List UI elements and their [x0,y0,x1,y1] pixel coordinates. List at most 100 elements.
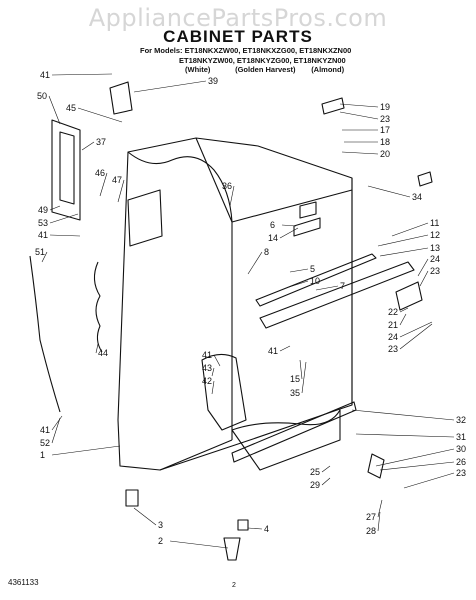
leader-line [377,234,429,247]
leader-line [51,415,63,431]
part-callout-23: 23 [388,344,398,354]
part-callout-29: 29 [310,480,320,490]
front-roller [125,489,139,507]
part-callout-3: 3 [158,520,163,530]
part-callout-23: 23 [380,114,390,124]
leader-line [289,268,309,273]
door-stop [417,171,433,187]
part-callout-45: 45 [66,103,76,113]
part-callout-26: 26 [456,457,466,467]
color-white: (White) [185,65,211,74]
part-callout-15: 15 [290,374,300,384]
leader-line [51,73,113,76]
part-callout-4: 4 [264,524,269,534]
leader-line [211,367,215,377]
leader-line [285,280,309,289]
page-title: CABINET PARTS [163,27,313,46]
part-callout-43: 43 [202,363,212,373]
part-callout-41: 41 [202,350,212,360]
part-callout-52: 52 [40,438,50,448]
part-callout-12: 12 [430,230,440,240]
part-callout-51: 51 [35,247,45,257]
leader-line [399,323,433,350]
leader-line [279,227,299,239]
part-callout-6: 6 [270,220,275,230]
leader-line [419,270,429,287]
leader-line [133,80,207,93]
color-golden-harvest: (Golden Harvest) [235,65,296,74]
part-callout-17: 17 [380,125,390,135]
leader-line [247,527,263,530]
watermark: AppliancePartsPros.com [88,4,388,32]
leader-line [51,445,121,456]
control-housing-inner [59,131,75,205]
divider-rail [259,261,415,329]
part-callout-10: 10 [310,276,320,286]
leader-line [133,507,157,526]
rear-roller [237,519,249,531]
part-callout-7: 7 [340,281,345,291]
control-housing [51,119,81,221]
hinge-plate [395,281,423,311]
leader-line [399,307,409,313]
leader-line [379,461,455,471]
leader-line [377,511,381,532]
cabinet-cutaway [127,151,233,223]
leader-line [399,313,407,326]
leader-line [375,448,455,467]
part-callout-8: 8 [264,247,269,257]
divider-rail-lower [255,253,377,307]
part-callout-41: 41 [40,70,50,80]
light-bracket [109,81,133,115]
cabinet-inner-liner [231,189,353,223]
document-number: 4361133 [8,578,39,587]
side-panel-recess [127,189,163,247]
leader-line [321,477,331,486]
leader-line [95,343,99,354]
leader-line [339,111,379,120]
part-callout-53: 53 [38,218,48,228]
part-callout-30: 30 [456,444,466,454]
part-callout-34: 34 [412,192,422,202]
part-callout-25: 25 [310,467,320,477]
leader-line [417,258,429,277]
part-callout-24: 24 [430,254,440,264]
color-almond: (Almond) [311,65,345,74]
leader-line [81,141,95,151]
part-callout-35: 35 [290,388,300,398]
leader-line [281,224,297,227]
part-callout-46: 46 [95,168,105,178]
part-callout-41: 41 [268,346,278,356]
part-callout-21: 21 [388,320,398,330]
cabinet-bottom-edge [159,439,233,471]
part-callout-27: 27 [366,512,376,522]
part-callout-24: 24 [388,332,398,342]
leader-line [49,213,79,224]
part-callout-23: 23 [430,266,440,276]
insulation-block [201,353,247,431]
handle-bracket [299,201,317,219]
bottom-rail [231,401,357,463]
model-line-1: For Models: ET18NKXZW00, ET18NKXZG00, ET… [140,46,352,55]
leader-line [403,472,455,489]
model-list: For Models: ET18NKXZW00, ET18NKXZG00, ET… [140,46,351,75]
mullion-cover [293,217,321,237]
leader-line [51,417,61,444]
leader-line [399,321,433,338]
part-callout-32: 32 [456,415,466,425]
leader-line [99,172,108,197]
leader-line [77,107,123,123]
part-callout-39: 39 [208,76,218,86]
part-callout-23: 23 [456,468,466,478]
leader-line [247,251,263,275]
leader-line [301,361,307,394]
part-callout-11: 11 [430,218,439,228]
leader-line [41,251,48,263]
leader-line [49,205,61,211]
part-callout-50: 50 [37,91,47,101]
leader-line [169,540,229,549]
leader-line [117,179,125,203]
hinge-pin [367,453,385,479]
page-number: 2 [232,582,236,589]
